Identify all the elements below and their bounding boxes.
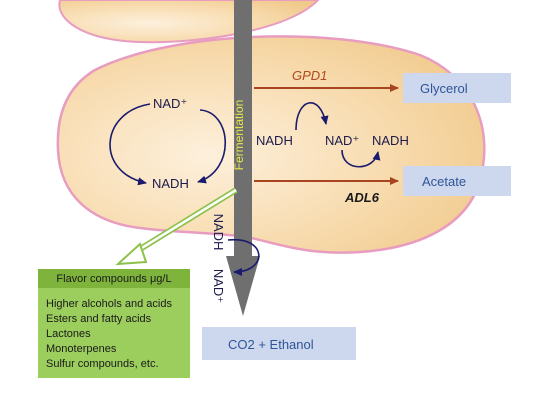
yeast-cell-body <box>56 35 486 254</box>
co2-ethanol-box: CO2 + Ethanol <box>202 327 356 360</box>
adl6-label: ADL6 <box>344 190 380 205</box>
yeast-bud <box>58 0 320 44</box>
flavor-compounds-box: Flavor compounds μg/L Higher alcohols an… <box>38 269 190 378</box>
lower-nadh: NADH <box>211 214 226 251</box>
flavor-item: Higher alcohols and acids <box>46 298 172 310</box>
flavor-item: Sulfur compounds, etc. <box>46 358 159 370</box>
left-nadh: NADH <box>152 176 189 191</box>
co2-ethanol-label: CO2 + Ethanol <box>228 337 314 352</box>
glycerol-label: Glycerol <box>420 81 468 96</box>
left-cycle-arrow-return <box>197 109 227 184</box>
flavor-arrow <box>115 187 238 266</box>
lower-nad-plus: NAD⁺ <box>211 269 226 303</box>
left-nad-plus: NAD⁺ <box>153 96 187 111</box>
gpd1-label: GPD1 <box>292 68 327 83</box>
nad-to-nadh-arrow <box>341 149 381 168</box>
right-nad-plus: NAD⁺ <box>325 133 359 148</box>
flavor-item: Monoterpenes <box>46 343 117 355</box>
glycerol-box: Glycerol <box>403 73 511 103</box>
flavor-item: Esters and fatty acids <box>46 313 152 325</box>
mid-nadh: NADH <box>256 133 293 148</box>
right-nadh: NADH <box>372 133 409 148</box>
flavor-title: Flavor compounds μg/L <box>56 273 171 285</box>
lower-cofactor-arrow <box>227 239 260 276</box>
fermentation-label: Fermentation <box>232 100 246 171</box>
yeast-cell <box>56 0 486 254</box>
nadh-to-nad-arrow <box>295 102 329 131</box>
flavor-item: Lactones <box>46 328 91 340</box>
left-cycle-arrow <box>109 103 151 186</box>
acetate-label: Acetate <box>422 174 466 189</box>
acetate-box: Acetate <box>403 166 511 196</box>
